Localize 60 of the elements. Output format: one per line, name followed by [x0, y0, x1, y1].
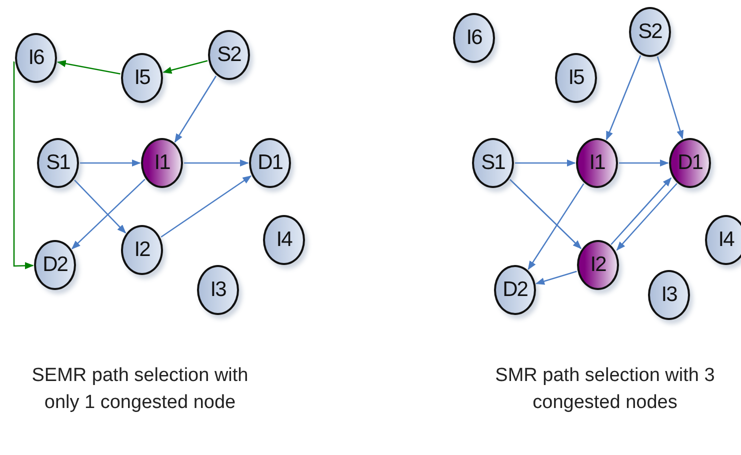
node-label: I2: [134, 238, 150, 262]
node-ellipse: [669, 138, 711, 188]
node-ellipse: [705, 215, 741, 265]
arrow: [610, 177, 672, 245]
arrow: [174, 76, 217, 143]
arrow: [619, 159, 669, 167]
caption: SEMR path selection with only 1 congested node: [30, 364, 250, 415]
node-label: D2: [42, 253, 68, 277]
arrow: [160, 175, 252, 238]
caption: SMR path selection with 3 congested nodes: [494, 364, 716, 415]
node-label: S1: [46, 151, 70, 175]
arrow: [515, 159, 576, 167]
node-label: I6: [28, 46, 44, 70]
node-label: I5: [568, 66, 584, 90]
arrow: [13, 61, 34, 270]
arrow: [616, 183, 678, 251]
node-label: I1: [154, 151, 170, 175]
node-label: S2: [217, 43, 241, 67]
node-label: I2: [590, 253, 606, 277]
node-ellipse: [263, 215, 305, 265]
node-label: I5: [134, 66, 150, 90]
node-label: I1: [589, 151, 605, 175]
node-label: I3: [661, 283, 677, 307]
node-label: D2: [502, 278, 528, 302]
arrow: [656, 56, 684, 140]
arrow: [162, 60, 208, 74]
node-ellipse: [15, 33, 57, 83]
node-label: I6: [466, 26, 482, 50]
arrow: [184, 159, 249, 167]
arrow: [510, 179, 582, 250]
node-ellipse: [494, 265, 536, 315]
node-ellipse: [629, 7, 671, 57]
node-label: D1: [678, 151, 702, 175]
node-ellipse: [648, 270, 690, 320]
node-ellipse: [208, 30, 250, 80]
node-ellipse: [121, 225, 163, 275]
node-ellipse: [249, 138, 291, 188]
node-label: S2: [638, 20, 662, 44]
node-ellipse: [472, 138, 514, 188]
node-ellipse: [555, 53, 597, 103]
node-ellipse: [141, 138, 183, 188]
arrow: [528, 183, 584, 270]
node-label: S1: [481, 151, 505, 175]
arrow: [56, 60, 120, 75]
node-label: I3: [210, 278, 226, 302]
node-ellipse: [576, 138, 618, 188]
node-ellipse: [37, 138, 79, 188]
node-ellipse: [121, 53, 163, 103]
node-label: I4: [718, 228, 734, 252]
node-ellipse: [453, 13, 495, 63]
node-ellipse: [197, 265, 239, 315]
arrow: [71, 178, 146, 250]
arrow: [606, 55, 642, 140]
node-ellipse: [577, 240, 619, 290]
arrow: [535, 270, 577, 285]
node-ellipse: [34, 240, 76, 290]
node-label: D1: [258, 151, 282, 175]
arrow: [80, 159, 141, 167]
arrow: [74, 180, 126, 234]
node-label: I4: [276, 228, 292, 252]
